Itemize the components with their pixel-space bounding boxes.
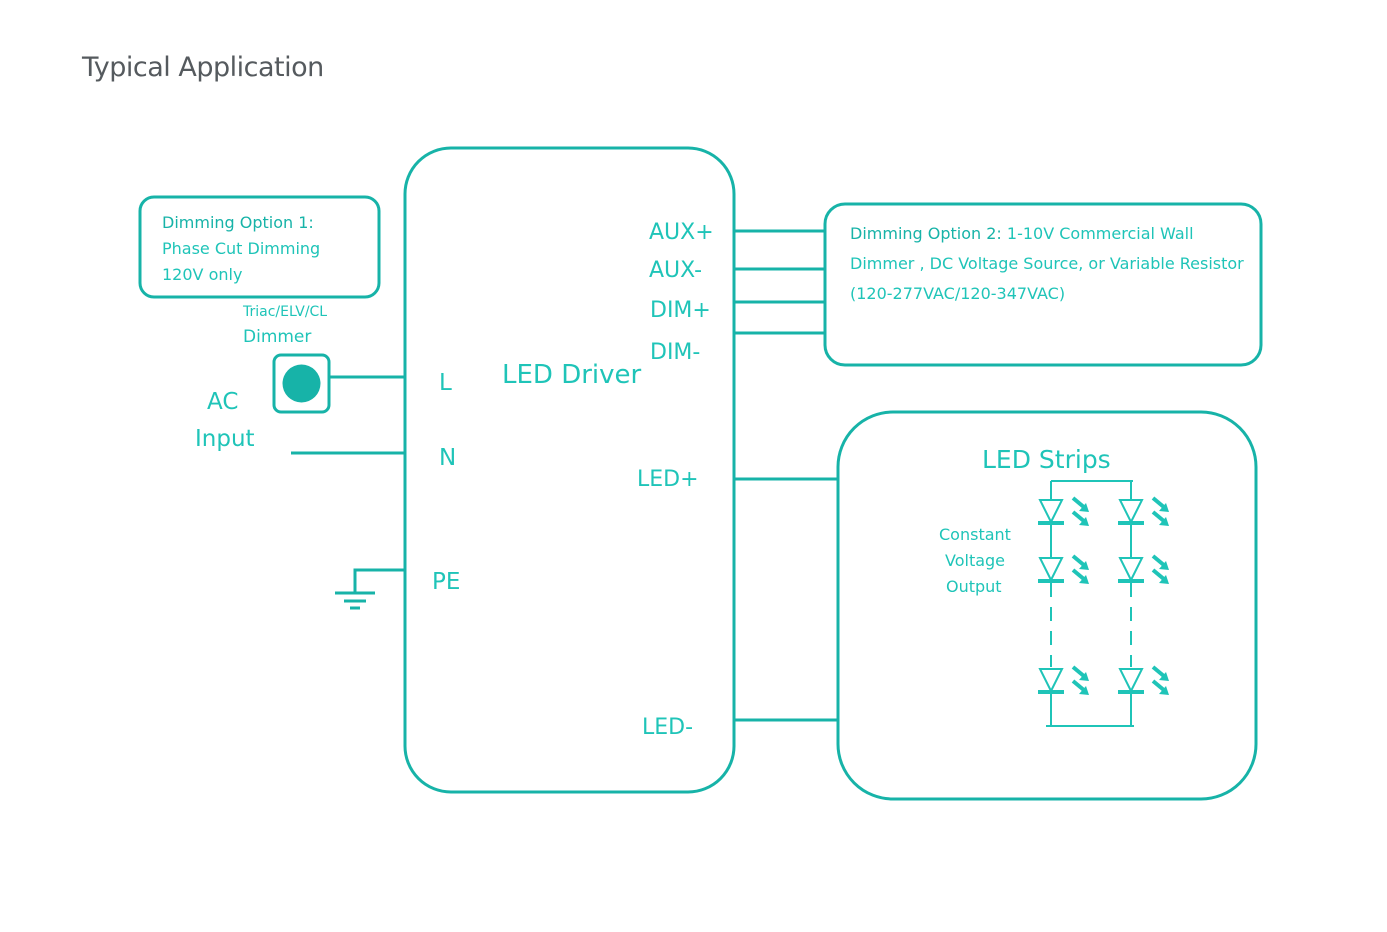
- dimmer-knob: [282, 364, 321, 403]
- terminal-aux-plus: AUX+: [649, 220, 714, 245]
- dimming-option-1-box: [138, 195, 381, 299]
- dimming-option-2-heading: Dimming Option 2:: [850, 224, 1002, 243]
- led-strips-title: LED Strips: [982, 445, 1111, 474]
- led-icon: [1116, 554, 1171, 586]
- led-strip-circuit: [1046, 480, 1134, 727]
- terminal-dim-minus: DIM-: [650, 340, 701, 365]
- led-driver-label: LED Driver: [502, 360, 642, 390]
- led-icon: [1116, 496, 1171, 528]
- led-driver-box: [403, 146, 736, 794]
- dimming-option-1-line1: Phase Cut Dimming: [162, 239, 321, 258]
- terminal-pe: PE: [432, 569, 461, 595]
- terminal-l: L: [439, 370, 452, 396]
- terminal-led-minus: LED-: [642, 715, 694, 740]
- terminal-led-plus: LED+: [637, 467, 699, 492]
- terminal-aux-minus: AUX-: [649, 258, 703, 283]
- output-line3: Output: [946, 577, 1002, 596]
- led-icon: [1036, 665, 1091, 697]
- dimmer-type-label: Triac/ELV/CL: [243, 304, 328, 320]
- output-line1: Constant: [939, 525, 1011, 544]
- dimming-option-1-heading: Dimming Option 1:: [162, 213, 314, 232]
- dimming-option-2-box: [823, 202, 1263, 367]
- led-icon: [1036, 496, 1091, 528]
- led-icon: [1036, 554, 1091, 586]
- page-title: Typical Application: [82, 52, 324, 83]
- dimmer-label: Dimmer: [243, 327, 312, 347]
- dimming-option-2-line1-rest: 1-10V Commercial Wall: [1001, 224, 1194, 243]
- terminal-n: N: [439, 445, 457, 471]
- dimming-option-2-line1: Dimming Option 2: 1-10V Commercial Wall: [850, 224, 1194, 243]
- dimmer-switch: [272, 353, 331, 414]
- dimming-option-1-line2: 120V only: [162, 265, 243, 284]
- wire-pe: [353, 568, 405, 593]
- ac-input-line1: AC: [207, 389, 239, 415]
- ac-input-line2: Input: [195, 426, 255, 452]
- dimming-option-2-line3: (120-277VAC/120-347VAC): [850, 284, 1066, 303]
- dimming-option-2-line2: Dimmer , DC Voltage Source, or Variable …: [850, 254, 1244, 273]
- led-icon: [1116, 665, 1171, 697]
- output-line2: Voltage: [945, 551, 1006, 570]
- terminal-dim-plus: DIM+: [650, 298, 711, 323]
- led-strips-box: [836, 410, 1258, 801]
